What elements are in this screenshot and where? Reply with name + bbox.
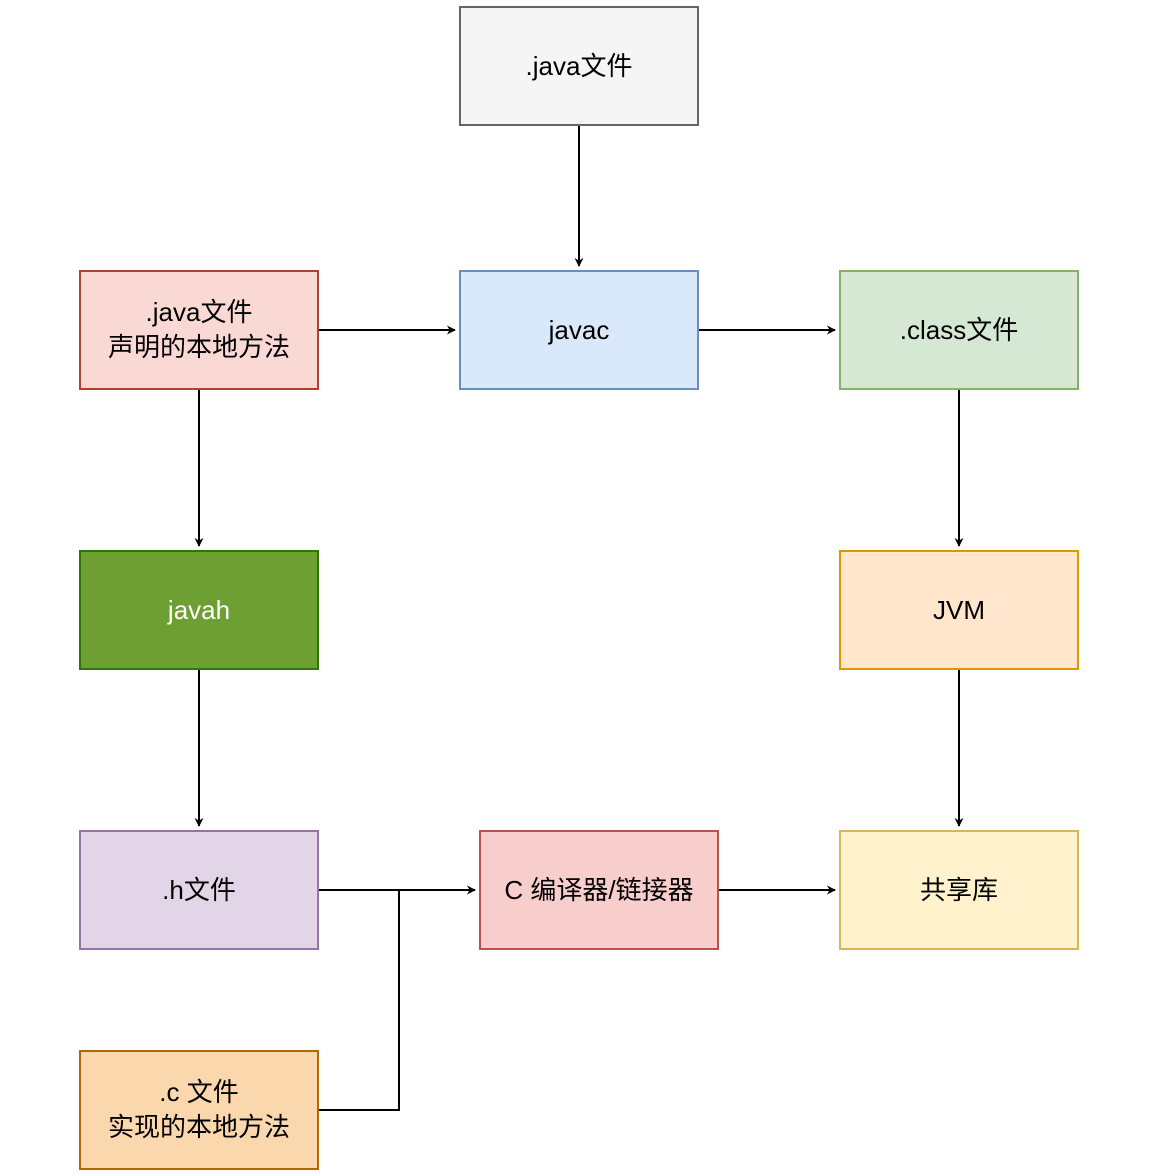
javah-label: javah <box>167 594 231 625</box>
c-file-node: .c 文件 实现的本地方法 <box>79 1050 319 1170</box>
java-native-declaration-label: .java文件 声明的本地方法 <box>107 297 290 362</box>
java-file-label: .java文件 <box>525 50 633 81</box>
shared-library-node: 共享库 <box>839 830 1079 950</box>
javac-label: javac <box>548 314 610 345</box>
h-file-node: .h文件 <box>79 830 319 950</box>
c-compiler-linker-node: C 编译器/链接器 <box>479 830 719 950</box>
java-native-declaration-node: .java文件 声明的本地方法 <box>79 270 319 390</box>
shared-library-label: 共享库 <box>919 874 998 905</box>
c-file-label: .c 文件 实现的本地方法 <box>107 1077 290 1142</box>
jvm-node: JVM <box>839 550 1079 670</box>
edge-c-file-to-compiler <box>319 890 400 1111</box>
java-file-node: .java文件 <box>459 6 699 126</box>
javac-node: javac <box>459 270 699 390</box>
class-file-node: .class文件 <box>839 270 1079 390</box>
jvm-label: JVM <box>933 594 985 625</box>
class-file-label: .class文件 <box>899 314 1019 345</box>
c-compiler-linker-label: C 编译器/链接器 <box>504 874 694 905</box>
javah-node: javah <box>79 550 319 670</box>
h-file-label: .h文件 <box>162 874 236 905</box>
